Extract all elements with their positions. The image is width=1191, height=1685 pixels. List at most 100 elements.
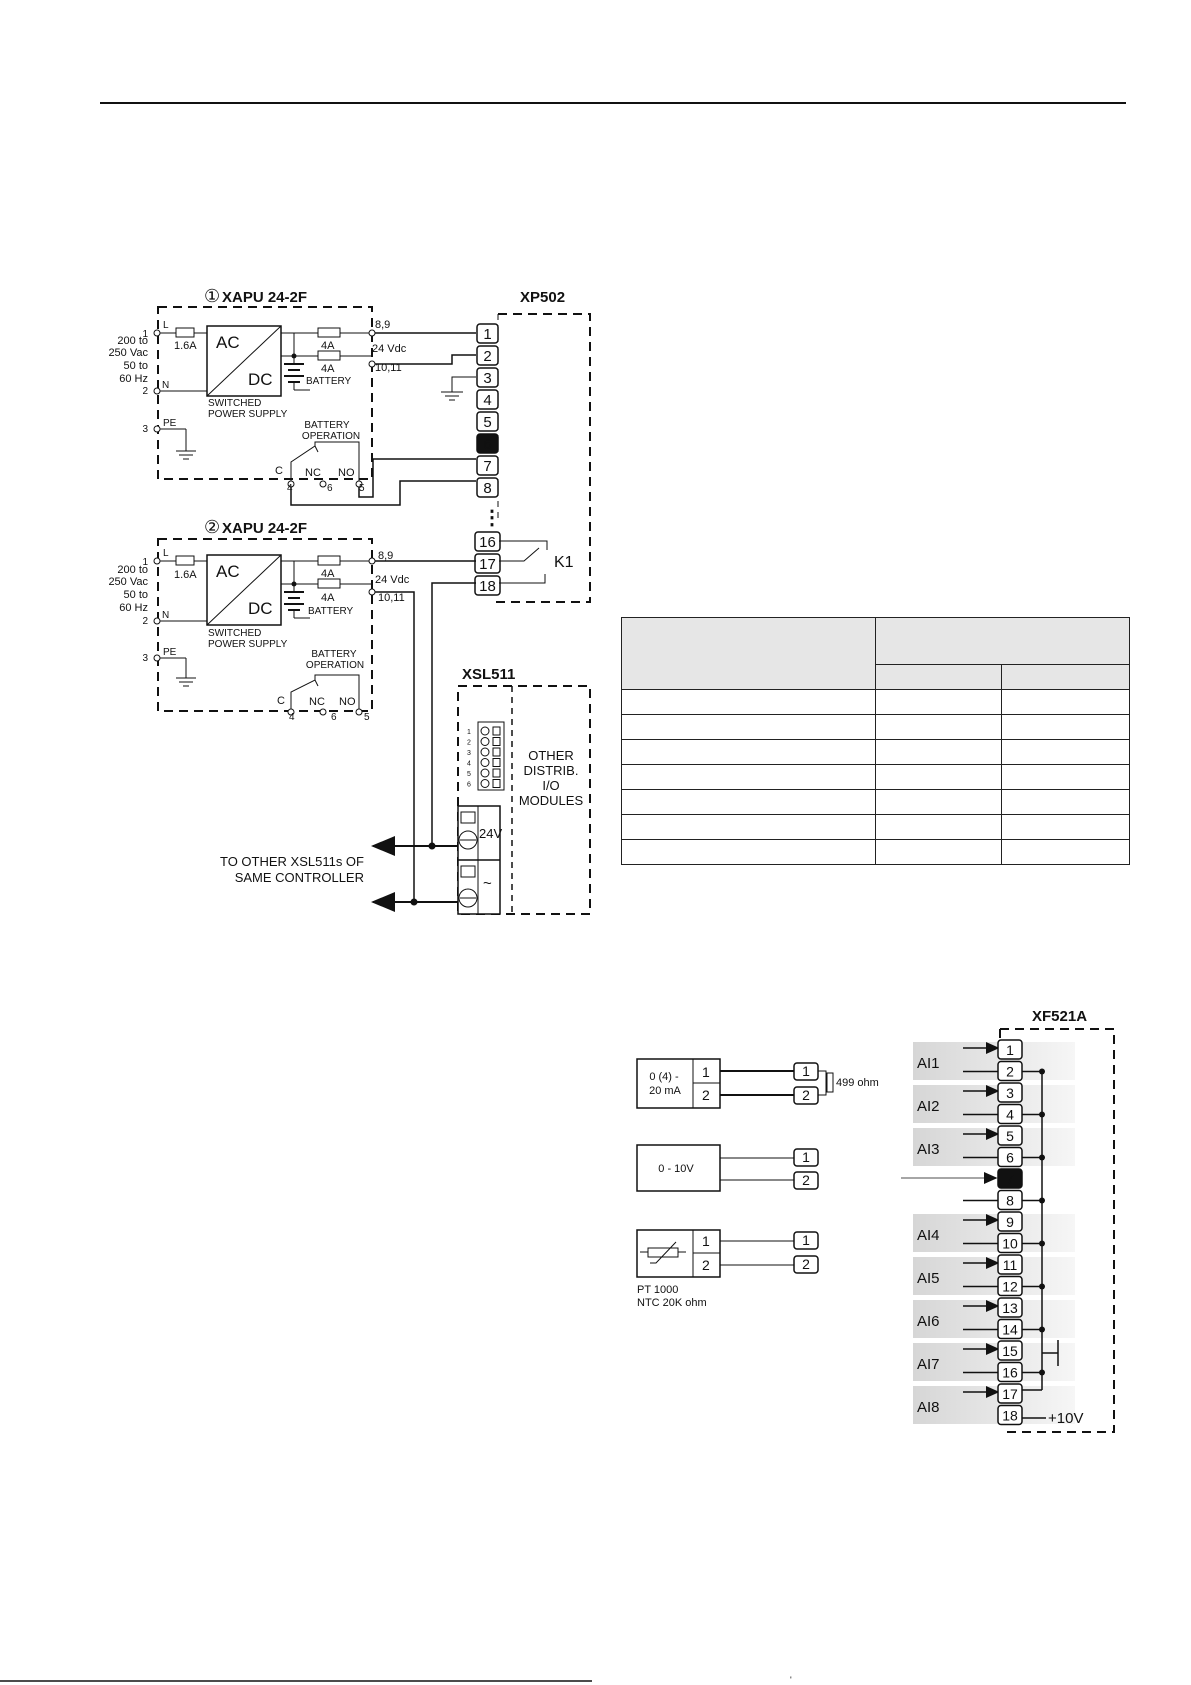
xf521a-terminal-label: 16: [1002, 1365, 1018, 1381]
xf521a-terminal: 6: [963, 1146, 1045, 1168]
table-row: [621, 789, 1130, 815]
xf521a-terminal-label: 10: [1002, 1236, 1018, 1252]
psu1-nc-num: 6: [327, 483, 333, 494]
psu1-fuse-in-label: 1.6A: [174, 340, 197, 352]
xf521a-terminal: 10: [963, 1232, 1045, 1254]
psu1-c: C: [275, 465, 283, 477]
xf521a-channel-label: AI3: [917, 1141, 940, 1158]
xf521a-terminal-label: 9: [1006, 1214, 1014, 1230]
psu1-no: NO: [338, 467, 355, 479]
xp502-terminal-label: 17: [479, 556, 496, 573]
xf521a-terminal-label: 4: [1006, 1107, 1014, 1123]
psu2-c-num: 4: [289, 712, 295, 723]
xp502-terminal-label: 7: [483, 458, 491, 475]
table-row: [621, 714, 1130, 740]
xf521a-terminal: 5: [963, 1125, 1023, 1146]
psu2-circle-number: ②: [204, 517, 220, 537]
xf521a-terminal-label: 1: [1006, 1042, 1014, 1058]
xf521a-terminal-label: 17: [1002, 1386, 1018, 1402]
psu2-out-bot: 10,11: [378, 592, 405, 604]
psu2-term-1: 1: [142, 557, 148, 568]
sensor-ma-resistor: 499 ohm: [836, 1077, 879, 1089]
psu2-wiring: [371, 560, 476, 912]
xf521a-channel-label: AI4: [917, 1227, 940, 1244]
psu1-fuse-out1: 4A: [321, 340, 335, 352]
table-header-cell: [621, 617, 876, 690]
table-row: [621, 814, 1130, 840]
xf521a-terminal: 17: [963, 1383, 1023, 1404]
xp502-terminal-label: 1: [483, 326, 491, 343]
psu1-fuse-in: [175, 327, 195, 338]
psu1-l-label: L: [163, 320, 169, 331]
xsl511-24v: 24V: [479, 826, 502, 841]
xp502-terminal: 2: [476, 345, 499, 366]
xf521a-terminal: 1: [963, 1039, 1023, 1060]
xf521a-terminal: 9: [963, 1211, 1023, 1232]
xf521a-terminal: 15: [963, 1340, 1023, 1361]
xf521a-title: XF521A: [1032, 1008, 1087, 1025]
xf521a-terminal: 8: [963, 1189, 1045, 1211]
table-row: [621, 689, 1130, 715]
xsl511-pin: 6: [467, 779, 501, 789]
xf521a-channel-label: AI6: [917, 1313, 940, 1330]
table-subheader-cell: [875, 664, 1002, 690]
psu2-pe-label: PE: [163, 647, 177, 658]
psu2-nc: NC: [309, 696, 325, 708]
table-header-cell: [875, 617, 1130, 665]
xp502-terminal-label: 4: [483, 392, 491, 409]
xf521a-terminal-label: 12: [1002, 1279, 1018, 1295]
xp502-terminal: 17: [474, 553, 501, 574]
table-row: [621, 839, 1130, 865]
sensor-pt-term1: 1: [802, 1232, 810, 1248]
xf521a-terminal: 7: [997, 1168, 1023, 1189]
xf521a-terminal: 3: [963, 1082, 1023, 1103]
xf521a-channel: AI6: [913, 1300, 1075, 1338]
xsl511-pin: 2: [467, 737, 501, 747]
table-row: [621, 764, 1130, 790]
psu2-c: C: [277, 695, 285, 707]
xp502-terminal: 8: [476, 477, 499, 498]
psu1-c-num: 4: [287, 483, 293, 494]
psu2-no: NO: [339, 696, 356, 708]
psu1-term-1: 1: [142, 329, 148, 340]
xf521a-terminal: 2: [963, 1060, 1045, 1082]
table-row: [621, 739, 1130, 765]
xp502-terminal-label: 8: [483, 480, 491, 497]
xf521a-terminal-label: 13: [1002, 1300, 1018, 1316]
xf521a-plus10v: +10V: [1048, 1410, 1083, 1427]
xsl511-pin-number: 1: [467, 729, 471, 736]
xf521a-channel-label: AI8: [917, 1399, 940, 1416]
footer-mark: ': [790, 1675, 792, 1685]
xp502-terminal: 4: [476, 389, 499, 410]
psu1-title: XAPU 24-2F: [222, 289, 307, 306]
xsl511-pin-number: 4: [467, 761, 471, 768]
psu1-term-3: 3: [142, 424, 148, 435]
xsl511-pin-number: 6: [467, 782, 471, 789]
xf521a-terminal-label: 3: [1006, 1085, 1014, 1101]
xp502-terminal: 16: [474, 531, 501, 552]
psu2-dc: DC: [248, 599, 273, 618]
psu2-term-3: 3: [142, 653, 148, 664]
xf521a-channel-label: AI1: [917, 1055, 940, 1072]
psu1-term-2: 2: [142, 386, 148, 397]
xsl511-pin-number: 5: [467, 771, 471, 778]
xp502-terminal-label: 5: [483, 414, 491, 431]
sensor-ma-label: 0 (4) -20 mA: [649, 1071, 681, 1097]
xf521a-terminal-label: 14: [1002, 1322, 1018, 1338]
xp502-terminal-label: 6: [483, 436, 491, 453]
xp502-terminal-label: 16: [479, 534, 496, 551]
psu2-battery-label: BATTERY: [308, 606, 354, 617]
psu2-no-num: 5: [364, 712, 370, 723]
xf521a-terminal: 13: [963, 1297, 1023, 1318]
xf521a-channel-label: AI5: [917, 1270, 940, 1287]
xf521a-terminal-label: 2: [1006, 1064, 1014, 1080]
